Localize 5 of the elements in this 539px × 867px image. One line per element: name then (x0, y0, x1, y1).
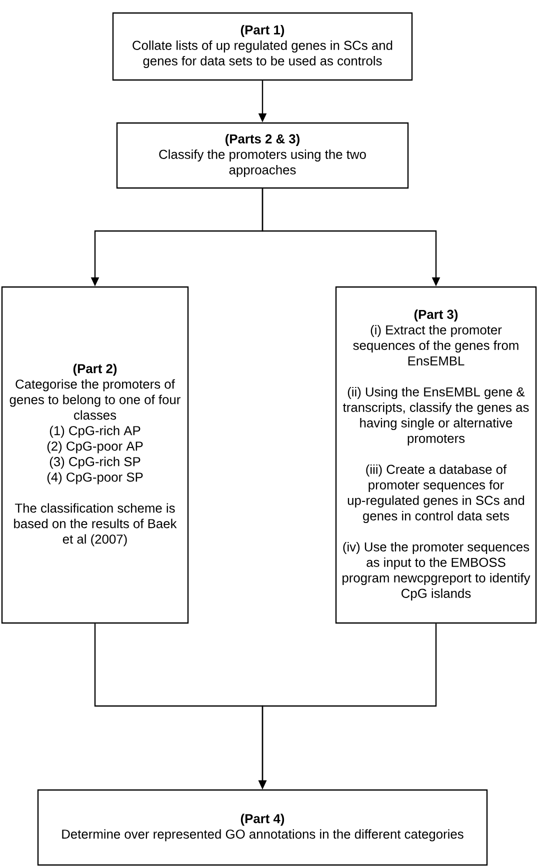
process-box: (Part 2) Categorise the promoters of genes to belong to one of four classes (1) CpG-rich AP (2) CpG-poor AP (3) CpG-rich SP (4) CpG-poor SP The classification scheme is based on the results of Baek et al (2007) (1, 286, 189, 624)
process-box: (Part 3) (i) Extract the promoter sequences of the genes from EnsEMBL (ii) Using the EnsEMBL gene & transcripts, classify the genes as having single or alternative promoters (iii) Create a database of promoter sequences for up-regulated genes in SCs and genes in control data sets (iv) Use the promoter sequences as input to the EMBOSS program newcpgreport to identify CpG islands (335, 286, 537, 624)
process-box: (Part 1) Collate lists of up regulated genes in SCs and genes for data sets to be used as controls (112, 12, 413, 81)
process-box: (Parts 2 & 3) Classify the promoters using the two approaches (116, 122, 409, 189)
process-box: (Part 4) Determine over represented GO annotations in the different categories (37, 789, 488, 866)
